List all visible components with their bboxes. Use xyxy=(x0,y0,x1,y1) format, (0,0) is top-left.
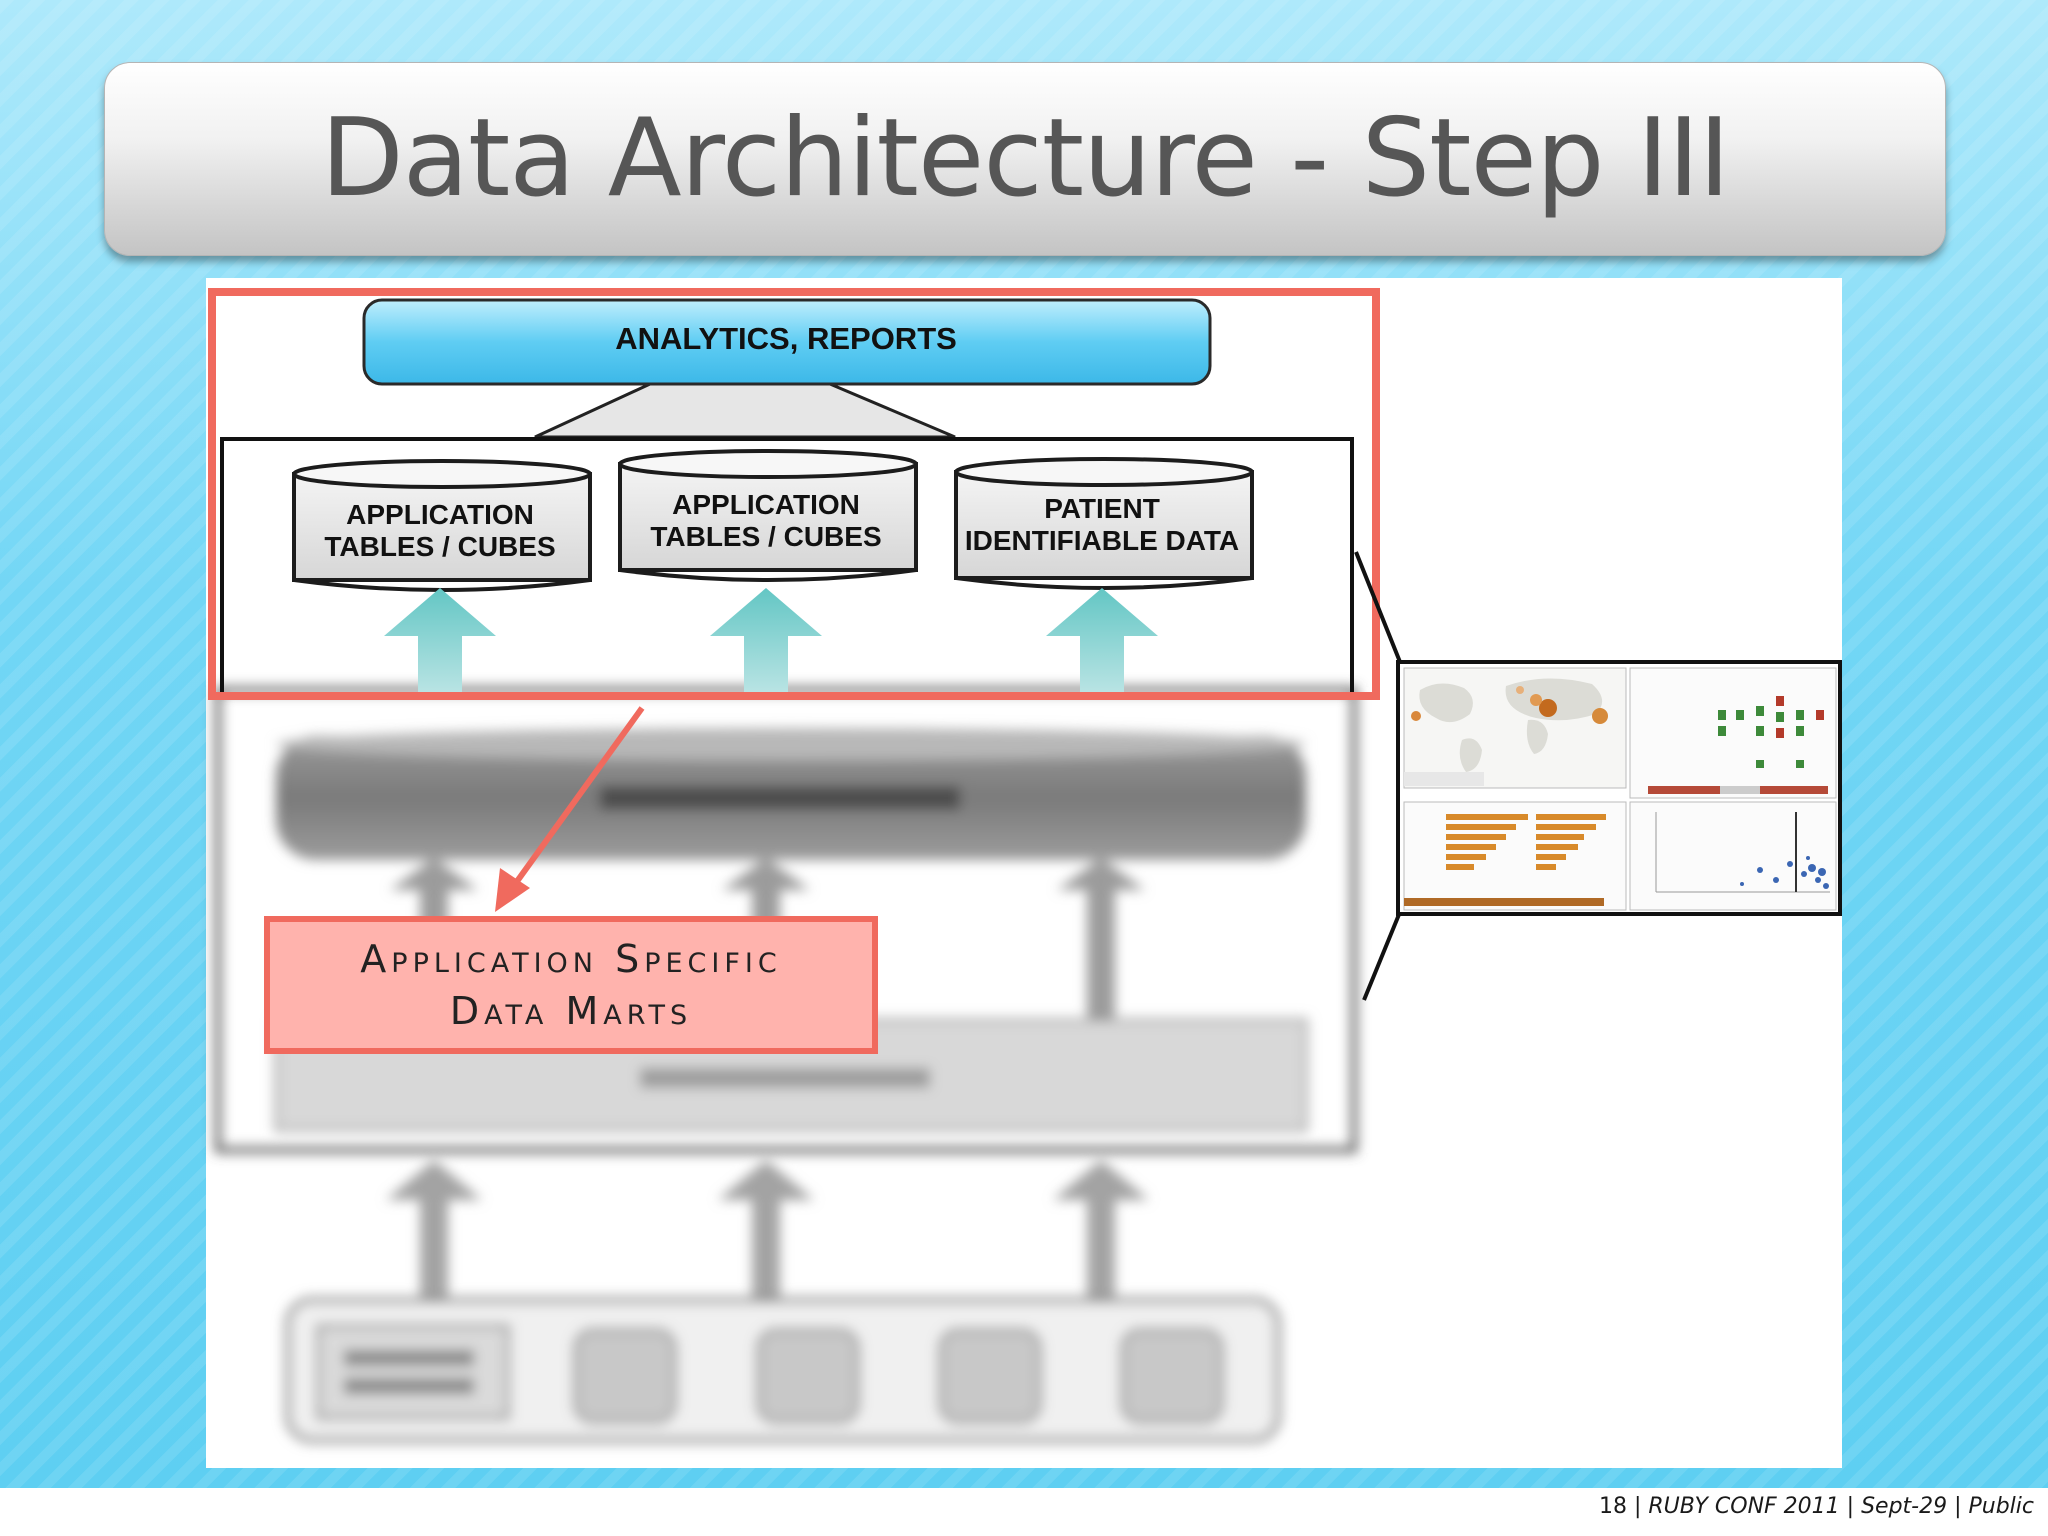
analytics-connector xyxy=(534,382,956,439)
footer-band xyxy=(0,1488,2048,1536)
callout-arrow-head xyxy=(495,868,530,912)
teal-arrow-2 xyxy=(710,588,822,700)
store-2-line1: APPLICATION xyxy=(672,489,860,520)
callout-arrow-line xyxy=(502,706,645,900)
store-1-line2: TABLES / CUBES xyxy=(324,531,555,562)
scatter-panel xyxy=(1629,801,1837,911)
raw-data-sources-box xyxy=(316,1324,510,1420)
store-cylinder-3 xyxy=(954,457,1254,590)
data-warehouse-label-smudge xyxy=(600,786,960,810)
callout-line1: Application Specific xyxy=(360,937,782,981)
architecture-diagram: ANALYTICS, REPORTS APPLICATION TABLES / … xyxy=(208,288,1842,1443)
highlight-rectangle xyxy=(208,288,1380,700)
footer-date: Sept-29 xyxy=(1861,1494,1948,1519)
top-diagram-layer: ANALYTICS, REPORTS APPLICATION TABLES / … xyxy=(208,288,1380,912)
teal-up-arrows xyxy=(384,588,1158,700)
slide-footer: 18 | RUBY CONF 2011 | Sept-29 | Public xyxy=(1598,1494,2035,1519)
callout-line2: Data Marts xyxy=(449,989,693,1033)
data-marts-callout: Application Specific Data Marts xyxy=(264,916,878,1054)
analytics-reports-box xyxy=(362,298,1212,386)
heat-grid-panel xyxy=(1629,667,1837,799)
footer-event: RUBY CONF 2011 xyxy=(1648,1494,1840,1519)
teal-arrow-1 xyxy=(384,588,496,700)
store-3-line1: PATIENT xyxy=(1044,493,1160,524)
store-cylinder-2 xyxy=(618,449,918,582)
title-bar: Data Architecture - Step III xyxy=(104,62,1946,256)
data-warehouse-top xyxy=(276,728,1306,760)
blurred-lower-diagram xyxy=(215,687,1357,1443)
raw-data-staging-label-smudge xyxy=(640,1068,930,1088)
analytics-reports-label: ANALYTICS, REPORTS xyxy=(615,321,957,356)
store-cylinder-1 xyxy=(292,459,592,592)
source-arrows xyxy=(386,1160,1149,1298)
store-2-line2: TABLES / CUBES xyxy=(650,521,881,552)
dashboard-thumbnail xyxy=(1396,660,1842,916)
store-1-line1: APPLICATION xyxy=(346,499,534,530)
slide-title: Data Architecture - Step III xyxy=(320,96,1731,221)
store-3-line2: IDENTIFIABLE DATA xyxy=(965,525,1239,556)
source-cylinders xyxy=(573,1328,1224,1424)
footer-page-number: 18 xyxy=(1598,1494,1627,1519)
teal-arrow-3 xyxy=(1046,588,1158,700)
dashboard-connector xyxy=(1354,551,1402,1001)
footer-classification: Public xyxy=(1968,1494,2035,1519)
